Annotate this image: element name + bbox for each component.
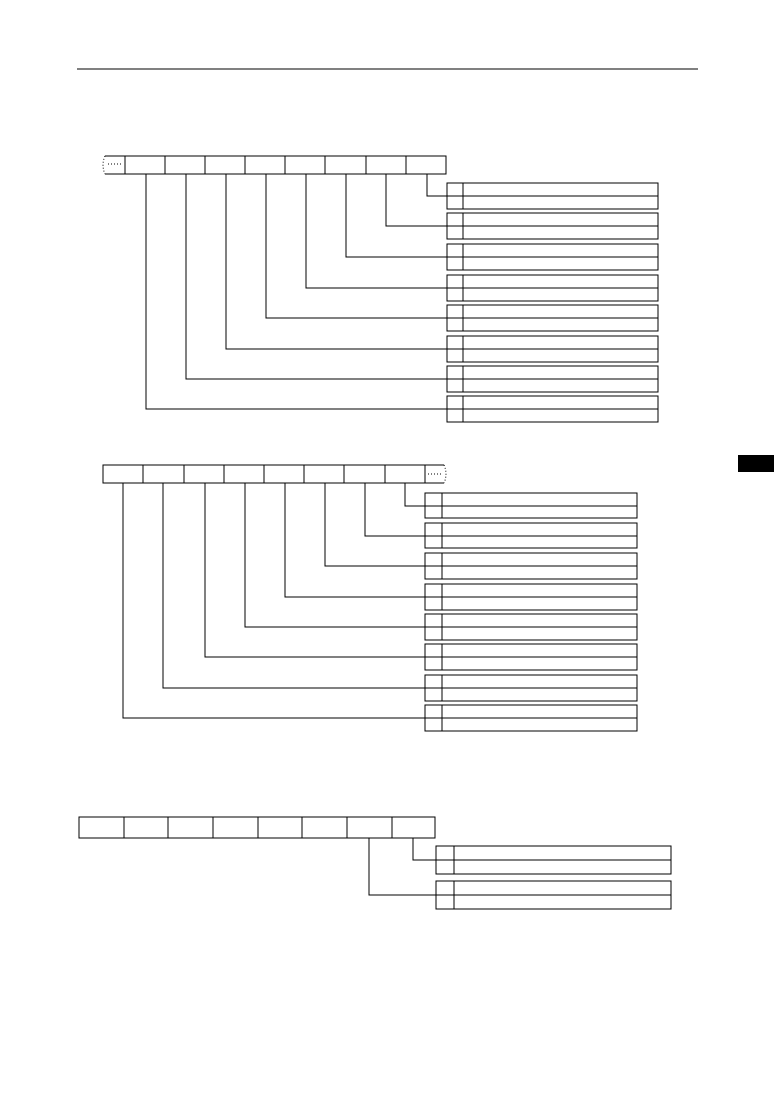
register-b-field-row-7 xyxy=(424,704,638,732)
register-b-bit-3 xyxy=(263,464,305,484)
register-c-bit-5 xyxy=(167,816,214,839)
register-a-bit-row xyxy=(102,155,447,175)
register-b-field-row-2 xyxy=(424,552,638,580)
register-a-bit-2 xyxy=(324,155,367,175)
register-a-bit-3 xyxy=(284,155,326,175)
register-b-bit-2 xyxy=(303,464,345,484)
register-c-field-row-1 xyxy=(435,880,672,910)
register-b-bit-7 xyxy=(102,464,144,484)
register-b-field-row-5 xyxy=(424,643,638,671)
register-a xyxy=(102,155,659,423)
register-c xyxy=(78,816,672,910)
register-b-field-row-3 xyxy=(424,583,638,611)
register-b-bit-0 xyxy=(384,464,426,484)
register-a-continuation-marker xyxy=(102,155,126,175)
register-a-field-row-7 xyxy=(446,395,659,423)
register-c-bit-0 xyxy=(391,816,436,839)
register-b-field-row-0 xyxy=(424,492,638,519)
register-a-bit-7 xyxy=(124,155,166,175)
register-c-bit-6 xyxy=(123,816,169,839)
register-c-connectors xyxy=(368,838,436,896)
register-c-bit-2 xyxy=(301,816,348,839)
register-a-field-row-2 xyxy=(446,243,659,271)
side-index-tab xyxy=(738,455,774,472)
register-a-bit-0 xyxy=(405,155,447,175)
register-b-bit-4 xyxy=(223,464,265,484)
register-b-continuation-marker xyxy=(425,464,447,484)
register-a-bit-6 xyxy=(164,155,206,175)
register-b xyxy=(102,464,638,732)
register-b-bit-6 xyxy=(142,464,185,484)
register-b-field-row-6 xyxy=(424,674,638,702)
register-a-bit-1 xyxy=(365,155,407,175)
register-b-bit-row xyxy=(102,464,447,484)
register-b-connectors xyxy=(122,483,425,719)
register-a-bit-5 xyxy=(204,155,246,175)
register-a-field-row-6 xyxy=(446,365,659,393)
register-a-field-row-0 xyxy=(446,182,659,210)
register-c-bit-1 xyxy=(346,816,393,839)
register-b-bit-1 xyxy=(343,464,386,484)
register-c-bit-3 xyxy=(257,816,303,839)
register-b-field-row-1 xyxy=(424,522,638,549)
register-c-bit-4 xyxy=(212,816,259,839)
register-b-field-row-4 xyxy=(424,613,638,641)
register-c-field-row-0 xyxy=(435,845,672,875)
register-a-field-row-3 xyxy=(446,274,659,302)
register-a-field-row-1 xyxy=(446,212,659,240)
register-a-bit-4 xyxy=(244,155,286,175)
register-b-bit-5 xyxy=(183,464,225,484)
register-c-bit-row xyxy=(78,816,436,839)
register-a-field-row-5 xyxy=(446,335,659,363)
register-a-field-row-4 xyxy=(446,304,659,332)
register-a-connectors xyxy=(145,174,447,410)
register-c-bit-7 xyxy=(78,816,125,839)
